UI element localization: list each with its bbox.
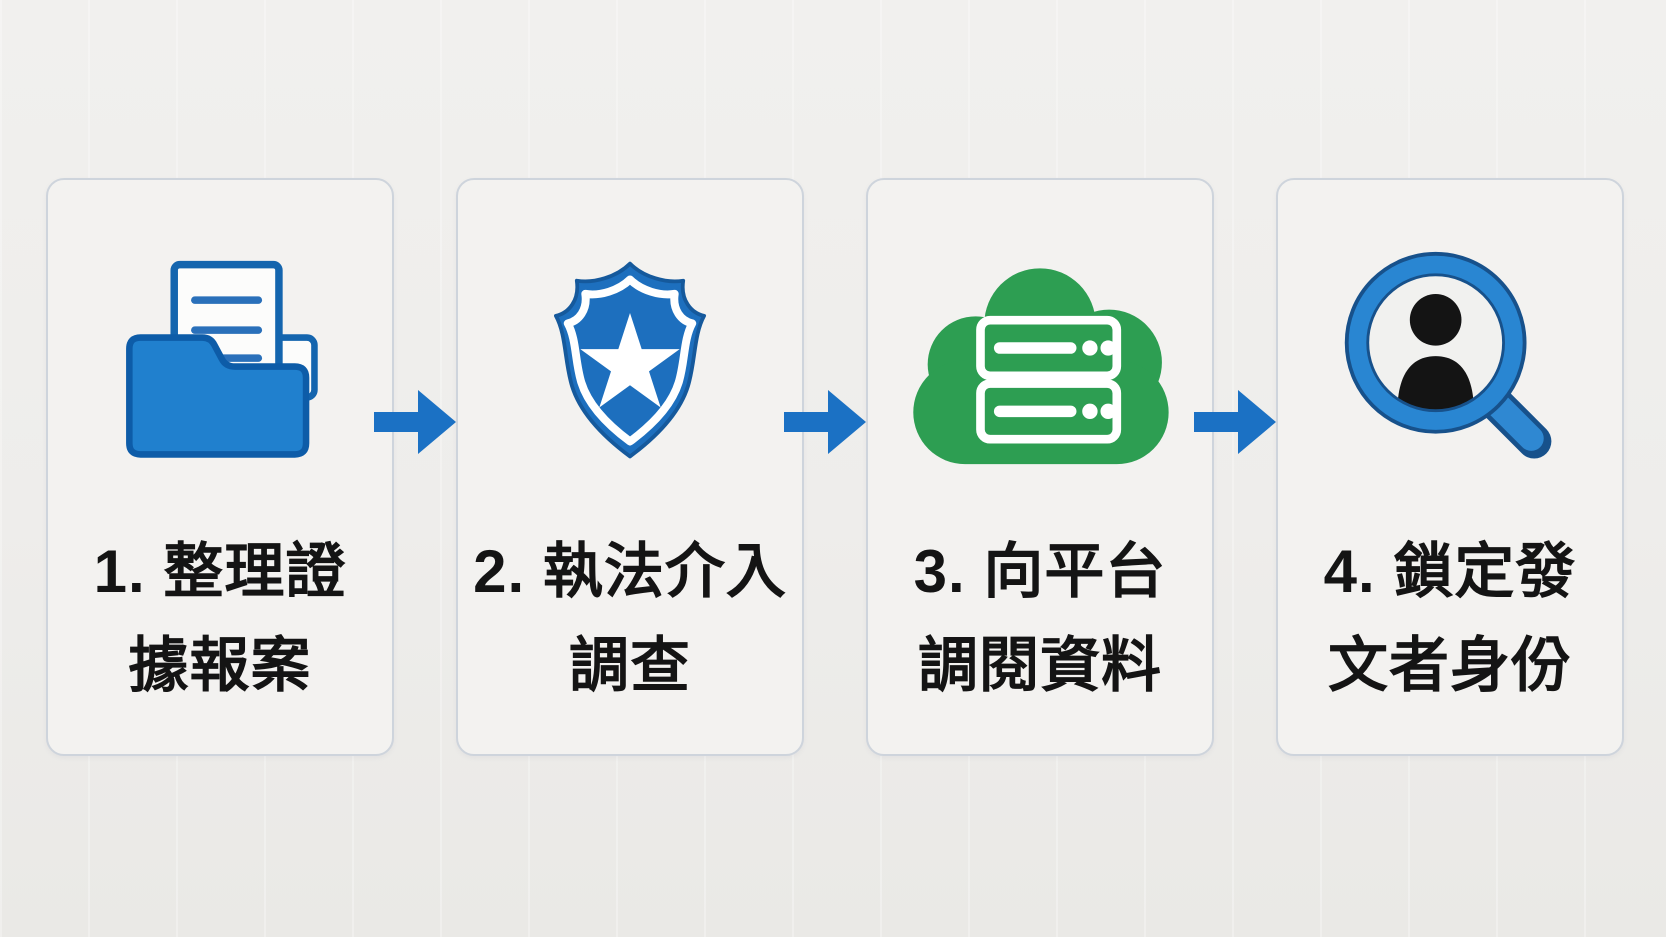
- flow-arrow-2: [784, 390, 866, 454]
- step-2-label-line-2: 調查: [569, 632, 691, 699]
- step-4-label: 4. 鎖定發 文者身份: [1278, 525, 1622, 713]
- server-details: [993, 340, 1116, 420]
- person-silhouette: [1397, 294, 1474, 410]
- step-1-label-line-1: 1. 整理證: [93, 538, 347, 605]
- step-3-icon-wrap: [868, 240, 1212, 480]
- step-card-1: 1. 整理證 據報案: [46, 178, 394, 756]
- step-4-label-line-2: 文者身份: [1328, 632, 1572, 699]
- step-4-icon-wrap: [1278, 240, 1622, 480]
- shield-star-icon: [554, 261, 706, 458]
- step-4-label-line-1: 4. 鎖定發: [1323, 538, 1577, 605]
- step-card-2: 2. 執法介入 調查: [456, 178, 804, 756]
- flow-arrow-3: [1194, 390, 1276, 454]
- step-3-label-line-2: 調閱資料: [918, 632, 1162, 699]
- arrow-right-glyph: [784, 390, 866, 454]
- step-card-4: 4. 鎖定發 文者身份: [1276, 178, 1624, 756]
- shield-inner-ring: [563, 274, 697, 445]
- magnifier-ring: [1346, 253, 1525, 432]
- folder-documents-icon: [125, 260, 318, 458]
- step-1-icon-wrap: [48, 240, 392, 480]
- magnifier-ring-outer-edge: [1344, 251, 1527, 434]
- arrow-right-glyph: [374, 390, 456, 454]
- step-3-label-line-1: 3. 向平台: [913, 538, 1167, 605]
- star-shape: [580, 312, 680, 408]
- cloud-server-icon: [913, 268, 1169, 465]
- step-1-label-line-2: 據報案: [128, 632, 312, 699]
- step-2-label-line-1: 2. 執法介入: [473, 538, 787, 605]
- magnifier-ring-inner-edge: [1366, 273, 1505, 413]
- magnifier-person-icon: [1344, 251, 1552, 459]
- arrow-right-glyph: [1194, 390, 1276, 454]
- step-card-3: 3. 向平台 調閱資料: [866, 178, 1214, 756]
- flow-arrow-1: [374, 390, 456, 454]
- step-1-label: 1. 整理證 據報案: [48, 525, 392, 713]
- step-2-label: 2. 執法介入 調查: [458, 525, 802, 713]
- cloud-shape: [913, 268, 1169, 465]
- folder-front-shape: [125, 334, 309, 458]
- step-2-icon-wrap: [458, 240, 802, 480]
- step-3-label: 3. 向平台 調閱資料: [868, 525, 1212, 713]
